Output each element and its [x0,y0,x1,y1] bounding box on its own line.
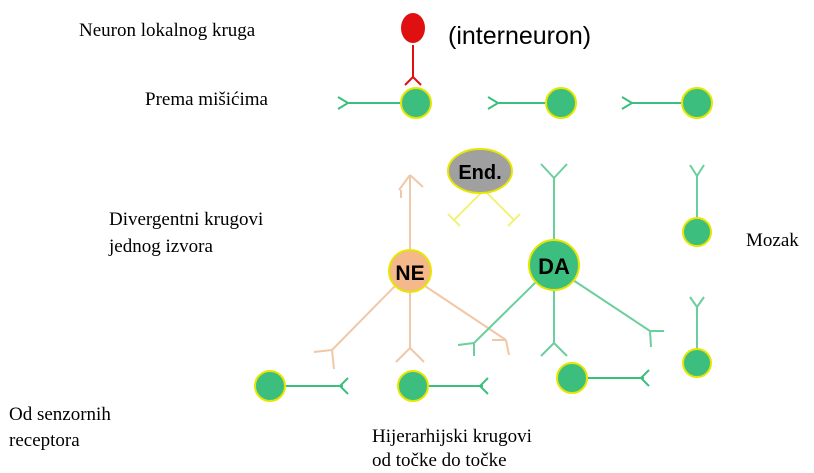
divergent-circuits-label-line2: jednog izvora [109,236,213,257]
ne-neuron [313,174,510,370]
motor-neuron-3 [621,87,713,119]
hierarchical-circuits-label-line1: Hijerarhijski krugovi [372,426,532,447]
sensory-receptors-label-line1: Od senzornih [9,404,111,425]
brain-label: Mozak [746,230,799,251]
sensory-receptors-label-line2: receptora [9,430,80,451]
ne-label: NE [395,262,424,285]
sensory-neuron-2 [397,370,489,402]
motor-neuron-1 [337,87,432,119]
endorphin-neuron [447,148,521,227]
sensory-neuron-1 [254,370,349,402]
hierarchical-circuits-label-line2: od točke do točke [372,450,507,471]
to-muscles-label: Prema mišićima [145,89,268,110]
interneuron [401,13,425,86]
local-circuit-neuron-label: Neuron lokalnog kruga [79,20,256,41]
brain-neuron-upper [682,164,712,247]
da-label: DA [538,254,570,279]
motor-neuron-2 [487,87,577,119]
brain-neuron-lower [682,296,712,378]
da-neuron [457,163,664,357]
sensory-neuron-3 [556,362,650,394]
end-label: End. [458,162,501,184]
interneuron-label: (interneuron) [448,22,592,50]
divergent-circuits-label-line1: Divergentni krugovi [109,209,264,230]
